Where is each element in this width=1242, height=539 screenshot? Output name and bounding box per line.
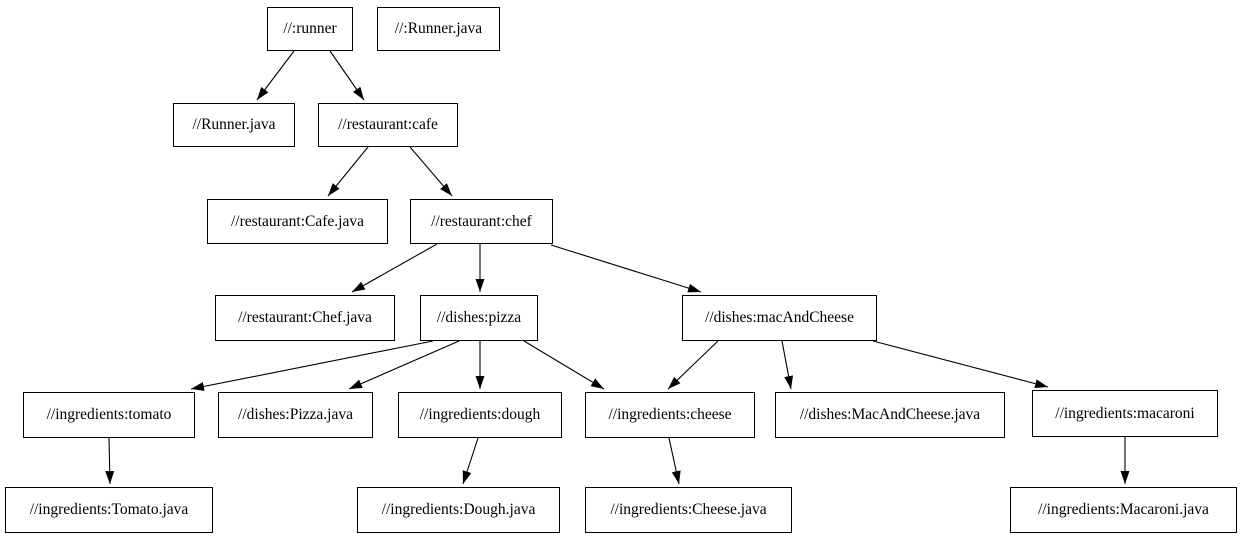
node-mac-and-cheese-java: //dishes:MacAndCheese.java — [775, 392, 1005, 438]
edge-cafe-to-chef — [409, 146, 453, 197]
node-dough: //ingredients:dough — [398, 392, 562, 438]
edge-chef-to-mac-and-cheese — [550, 244, 702, 293]
node-cafe: //restaurant:cafe — [318, 103, 458, 147]
node-cafe-java: //restaurant:Cafe.java — [207, 199, 388, 244]
node-runner: //:runner — [267, 7, 353, 51]
edge-dough-to-dough-java — [462, 437, 479, 485]
edge-mac-and-cheese-to-mac-and-cheese-java — [781, 340, 794, 390]
node-tomato-java: //ingredients:Tomato.java — [5, 487, 213, 533]
node-chef-java: //restaurant:Chef.java — [215, 295, 395, 341]
node-tomato: //ingredients:tomato — [23, 392, 195, 438]
node-pizza-java: //dishes:Pizza.java — [218, 392, 373, 438]
node-dough-java: //ingredients:Dough.java — [357, 487, 560, 533]
edge-runner-to-runner-java — [256, 50, 295, 101]
edge-cafe-to-cafe-java — [327, 146, 369, 197]
node-macaroni: //ingredients:macaroni — [1032, 390, 1218, 437]
node-runner-java-root: //:Runner.java — [377, 7, 500, 51]
node-macaroni-java: //ingredients:Macaroni.java — [1010, 487, 1237, 533]
node-cheese-java: //ingredients:Cheese.java — [585, 487, 792, 533]
node-mac-and-cheese: //dishes:macAndCheese — [682, 295, 877, 341]
edge-mac-and-cheese-to-macaroni — [872, 340, 1049, 389]
node-runner-java: //Runner.java — [173, 103, 295, 147]
node-chef: //restaurant:chef — [410, 199, 553, 244]
edge-tomato-to-tomato-java — [105, 437, 115, 485]
edge-chef-to-chef-java — [351, 243, 438, 293]
edge-pizza-to-pizza-java — [348, 340, 460, 390]
node-cheese: //ingredients:cheese — [585, 392, 755, 438]
edge-cheese-to-cheese-java — [668, 437, 681, 485]
edge-mac-and-cheese-to-cheese — [667, 340, 719, 390]
node-pizza: //dishes:pizza — [420, 295, 538, 341]
edge-runner-to-cafe — [329, 50, 365, 101]
edge-pizza-to-cheese — [523, 340, 605, 390]
edge-pizza-to-tomato — [190, 340, 434, 391]
